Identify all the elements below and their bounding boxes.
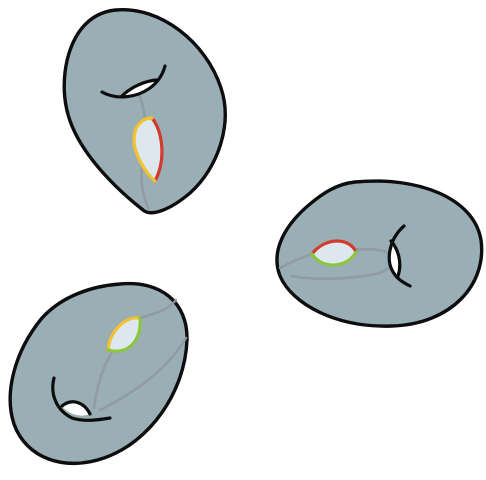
torus-bottom-left bbox=[10, 284, 187, 464]
torus-right bbox=[277, 181, 482, 326]
torus-top-left bbox=[64, 10, 225, 213]
torus-right-body bbox=[277, 181, 482, 326]
